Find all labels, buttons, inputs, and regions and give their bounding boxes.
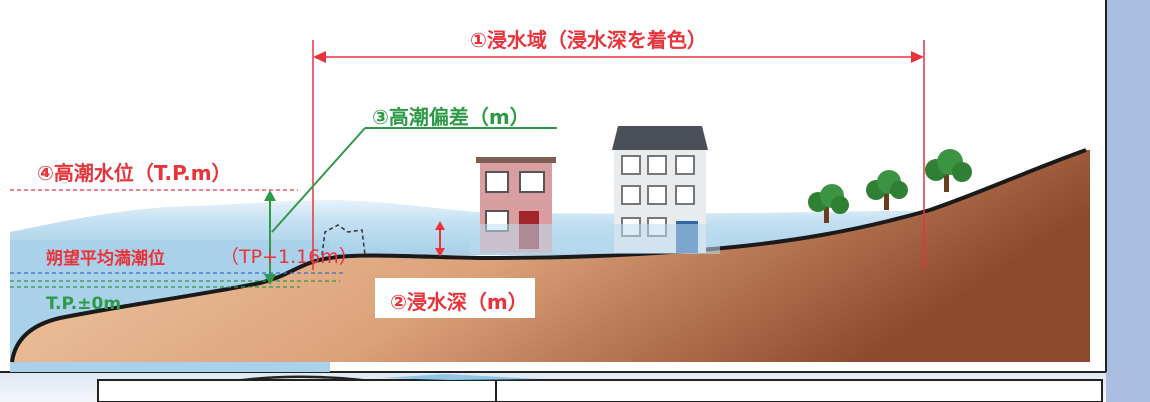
tree-3 (925, 149, 972, 192)
inundation-area-label: ①浸水域（浸水深を着色） (470, 28, 707, 52)
surge-arrow-head-down (264, 274, 276, 285)
extent-arrow-head-right (911, 51, 924, 63)
depth-label-box (375, 278, 535, 318)
ground (12, 150, 1090, 362)
bottom-box-left (97, 379, 497, 402)
storm-surge-label: ③高潮偏差（m） (372, 105, 530, 129)
tree-1 (808, 184, 849, 223)
datum-label: T.P.±0m (46, 294, 122, 314)
inundation-depth-label: ②浸水深（m） (390, 290, 528, 314)
surge-arrow-head-up (264, 190, 276, 201)
high-water-value: （TP+1.16m） (220, 246, 358, 268)
bottom-arrow-shape (225, 375, 380, 381)
tide-level-label: ④高潮水位（T.P.m） (37, 161, 232, 185)
depth-arrow-head-up (435, 221, 445, 230)
tree-2 (866, 170, 908, 210)
side-panel (1106, 0, 1150, 402)
extent-arrow-head-left (313, 51, 326, 63)
bottom-water-shape (380, 374, 540, 380)
depth-arrow-head-down (435, 248, 445, 257)
ground-outline (10, 148, 1087, 363)
bottom-box-right (495, 379, 1103, 402)
surge-leader (271, 127, 366, 233)
flood-overlay (470, 224, 720, 254)
high-water-label: 朔望平均満潮位 (46, 249, 165, 269)
seawall-outline (321, 224, 366, 256)
